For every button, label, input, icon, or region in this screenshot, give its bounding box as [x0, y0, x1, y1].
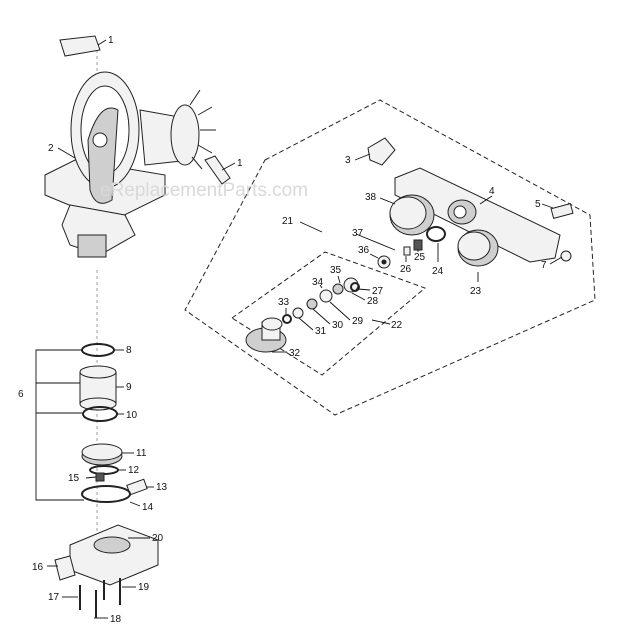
motor-assembly: [44, 71, 216, 258]
callout-23: 23: [470, 286, 482, 297]
callout-16: 16: [32, 562, 44, 573]
sleeve-9: [79, 365, 117, 411]
callout-13: 13: [156, 482, 168, 493]
callout-38: 38: [365, 192, 377, 203]
callout-33: 33: [278, 297, 290, 308]
fitting-5: [550, 202, 574, 220]
callout-7: 7: [541, 260, 547, 271]
valve-plate-11: [81, 443, 123, 466]
callout-19: 19: [138, 582, 150, 593]
callout-20: 20: [152, 533, 164, 544]
callout-32: 32: [289, 348, 301, 359]
callout-12: 12: [128, 465, 140, 476]
callout-6: 6: [18, 389, 24, 400]
bracket-6: [35, 349, 84, 501]
bolts-17-18-19: [79, 578, 121, 618]
washer-33: [282, 314, 292, 324]
assembly-21-outline: [184, 99, 596, 416]
callout-2: 2: [48, 143, 54, 154]
washer-30: [306, 298, 318, 310]
callout-34: 34: [312, 277, 324, 288]
seal-27: [350, 282, 360, 292]
callout-29: 29: [352, 316, 364, 327]
pin-26: [403, 246, 411, 256]
seal-35: [332, 283, 344, 295]
callout-10: 10: [126, 410, 138, 421]
leader-lines: [47, 39, 563, 619]
callout-24: 24: [432, 266, 444, 277]
plug-7: [560, 250, 572, 262]
callout-5: 5: [535, 199, 541, 210]
callout-14: 14: [142, 502, 154, 513]
spring-25: [413, 239, 423, 251]
callout-1a: 1: [108, 35, 114, 46]
callout-15: 15: [68, 473, 80, 484]
elbow-fitting-3: [367, 137, 396, 166]
callout-28: 28: [367, 296, 379, 307]
callout-27: 27: [372, 286, 384, 297]
valve-36: [377, 255, 391, 269]
assembly-22-outline: [231, 251, 426, 376]
spring-15: [95, 472, 105, 482]
callout-31: 31: [315, 326, 327, 337]
cap-38: [389, 194, 435, 236]
callout-37: 37: [352, 228, 364, 239]
callout-17: 17: [48, 592, 60, 603]
watermark: eReplacementParts.com: [100, 180, 308, 201]
manifold-4: [394, 167, 561, 263]
pin-part-side: [204, 155, 231, 185]
callout-1b: 1: [237, 158, 243, 169]
cap-23: [457, 229, 499, 267]
o-ring-24: [426, 226, 446, 242]
piston-32: [245, 317, 287, 353]
callout-11: 11: [136, 448, 147, 459]
callout-30: 30: [332, 320, 344, 331]
callout-26: 26: [400, 264, 412, 275]
callouts: 1 1 2 3 4 5 6 7 8 9 10 11 12 13 14 15 16…: [18, 35, 547, 625]
callout-25: 25: [414, 252, 426, 263]
callout-9: 9: [126, 382, 132, 393]
callout-35: 35: [330, 265, 342, 276]
callout-8: 8: [126, 345, 132, 356]
o-ring-8: [81, 343, 115, 357]
callout-36: 36: [358, 245, 370, 256]
washer-31: [292, 307, 304, 319]
pump-head-20: [54, 524, 159, 586]
gasket-14: [81, 485, 131, 503]
callout-18: 18: [110, 614, 122, 625]
callout-22: 22: [391, 320, 403, 331]
pin-part-top: [59, 35, 101, 57]
seal-29: [319, 289, 333, 303]
callout-3: 3: [345, 155, 351, 166]
callout-4: 4: [489, 186, 495, 197]
callout-21: 21: [282, 216, 294, 227]
